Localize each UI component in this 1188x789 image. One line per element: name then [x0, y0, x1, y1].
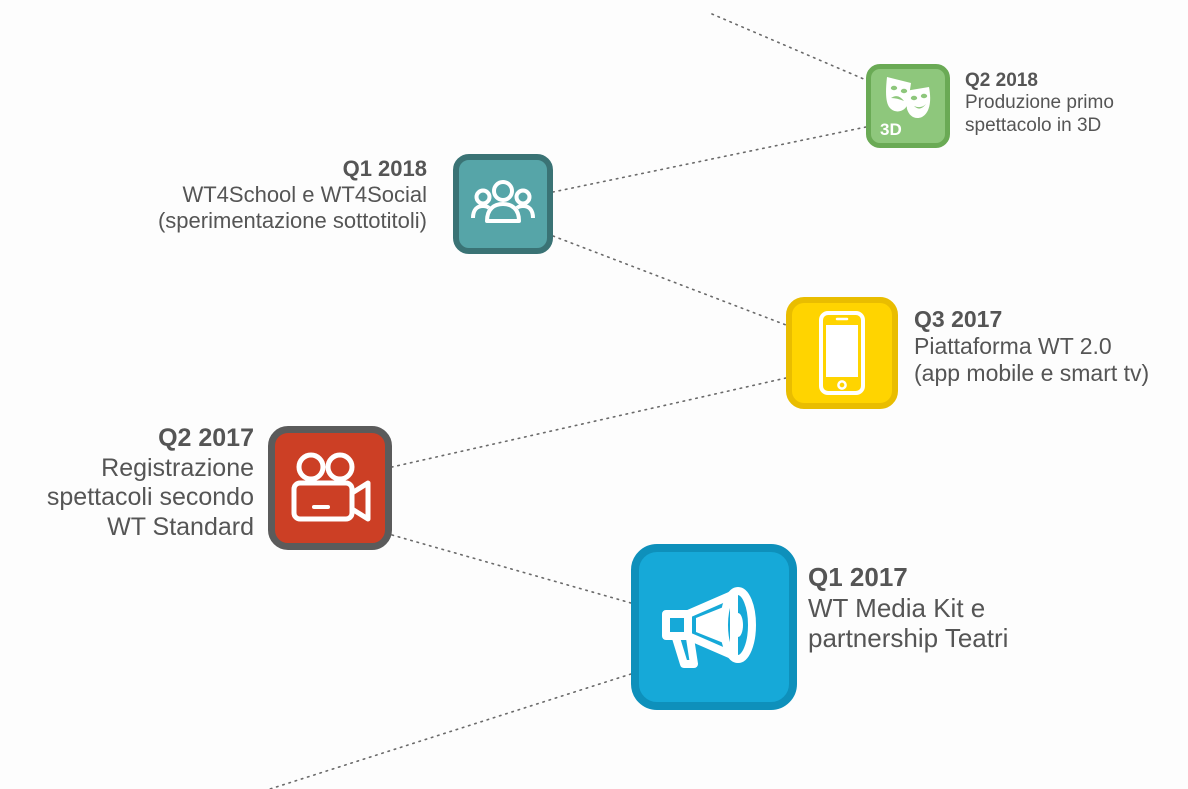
milestone-text-line: Registrazione: [101, 453, 254, 482]
milestone-label-q2-2017: Q2 2017 Registrazione spettacoli secondo…: [47, 424, 254, 542]
3d-badge-text: 3D: [880, 120, 902, 139]
milestone-quarter: Q1 2017: [808, 562, 908, 592]
milestone-text-line: spettacolo in 3D: [965, 114, 1102, 136]
video-camera-icon: [291, 452, 371, 522]
connector-top: [711, 13, 867, 81]
connector-bottom: [269, 673, 632, 789]
milestone-label-q2-2018: Q2 2018 Produzione primo spettacolo in 3…: [965, 70, 1114, 137]
milestone-quarter: Q1 2018: [342, 156, 427, 181]
milestone-label-q1-2017: Q1 2017 WT Media Kit e partnership Teatr…: [808, 562, 1008, 654]
theater-masks-3d-icon: 3D: [880, 77, 931, 139]
milestone-text-line: spettacoli secondo: [46, 483, 254, 511]
milestone-tile-q1-2017: [631, 544, 797, 710]
connector-q1-2018-q3-2017: [552, 235, 787, 326]
milestone-text-line: (sperimentazione sottotitoli): [157, 207, 427, 233]
milestone-tile-q2-2017: [268, 426, 392, 550]
milestone-text-line: WT Media Kit e: [808, 592, 986, 623]
connector-q2-2018-q1-2018: [552, 126, 867, 193]
milestone-text-line: WT4School e WT4Social: [182, 181, 427, 207]
milestone-tile-q2-2018: 3D: [866, 64, 950, 148]
milestone-label-q1-2018: Q1 2018 WT4School e WT4Social (speriment…: [158, 156, 427, 234]
milestone-quarter: Q3 2017: [914, 306, 1003, 332]
milestone-text-line: Produzione primo: [965, 92, 1114, 114]
connector-q3-2017-q2-2017: [391, 377, 787, 468]
connector-q2-2017-q1-2017: [391, 534, 632, 604]
milestone-text-line: (app mobile e smart tv): [914, 360, 1150, 387]
milestone-tile-q3-2017: [786, 297, 898, 409]
smartphone-icon: [819, 311, 865, 395]
milestone-quarter: Q2 2018: [965, 70, 1038, 91]
milestone-quarter: Q2 2017: [158, 424, 254, 452]
milestone-text-line: partnership Teatri: [808, 623, 1009, 654]
milestone-text-line: Piattaforma WT 2.0: [914, 333, 1112, 360]
milestone-label-q3-2017: Q3 2017 Piattaforma WT 2.0 (app mobile e…: [914, 306, 1149, 387]
megaphone-icon: [662, 587, 756, 668]
group-people-icon: [471, 180, 535, 223]
milestone-text-line: WT Standard: [107, 512, 254, 541]
milestone-tile-q1-2018: [453, 154, 553, 254]
